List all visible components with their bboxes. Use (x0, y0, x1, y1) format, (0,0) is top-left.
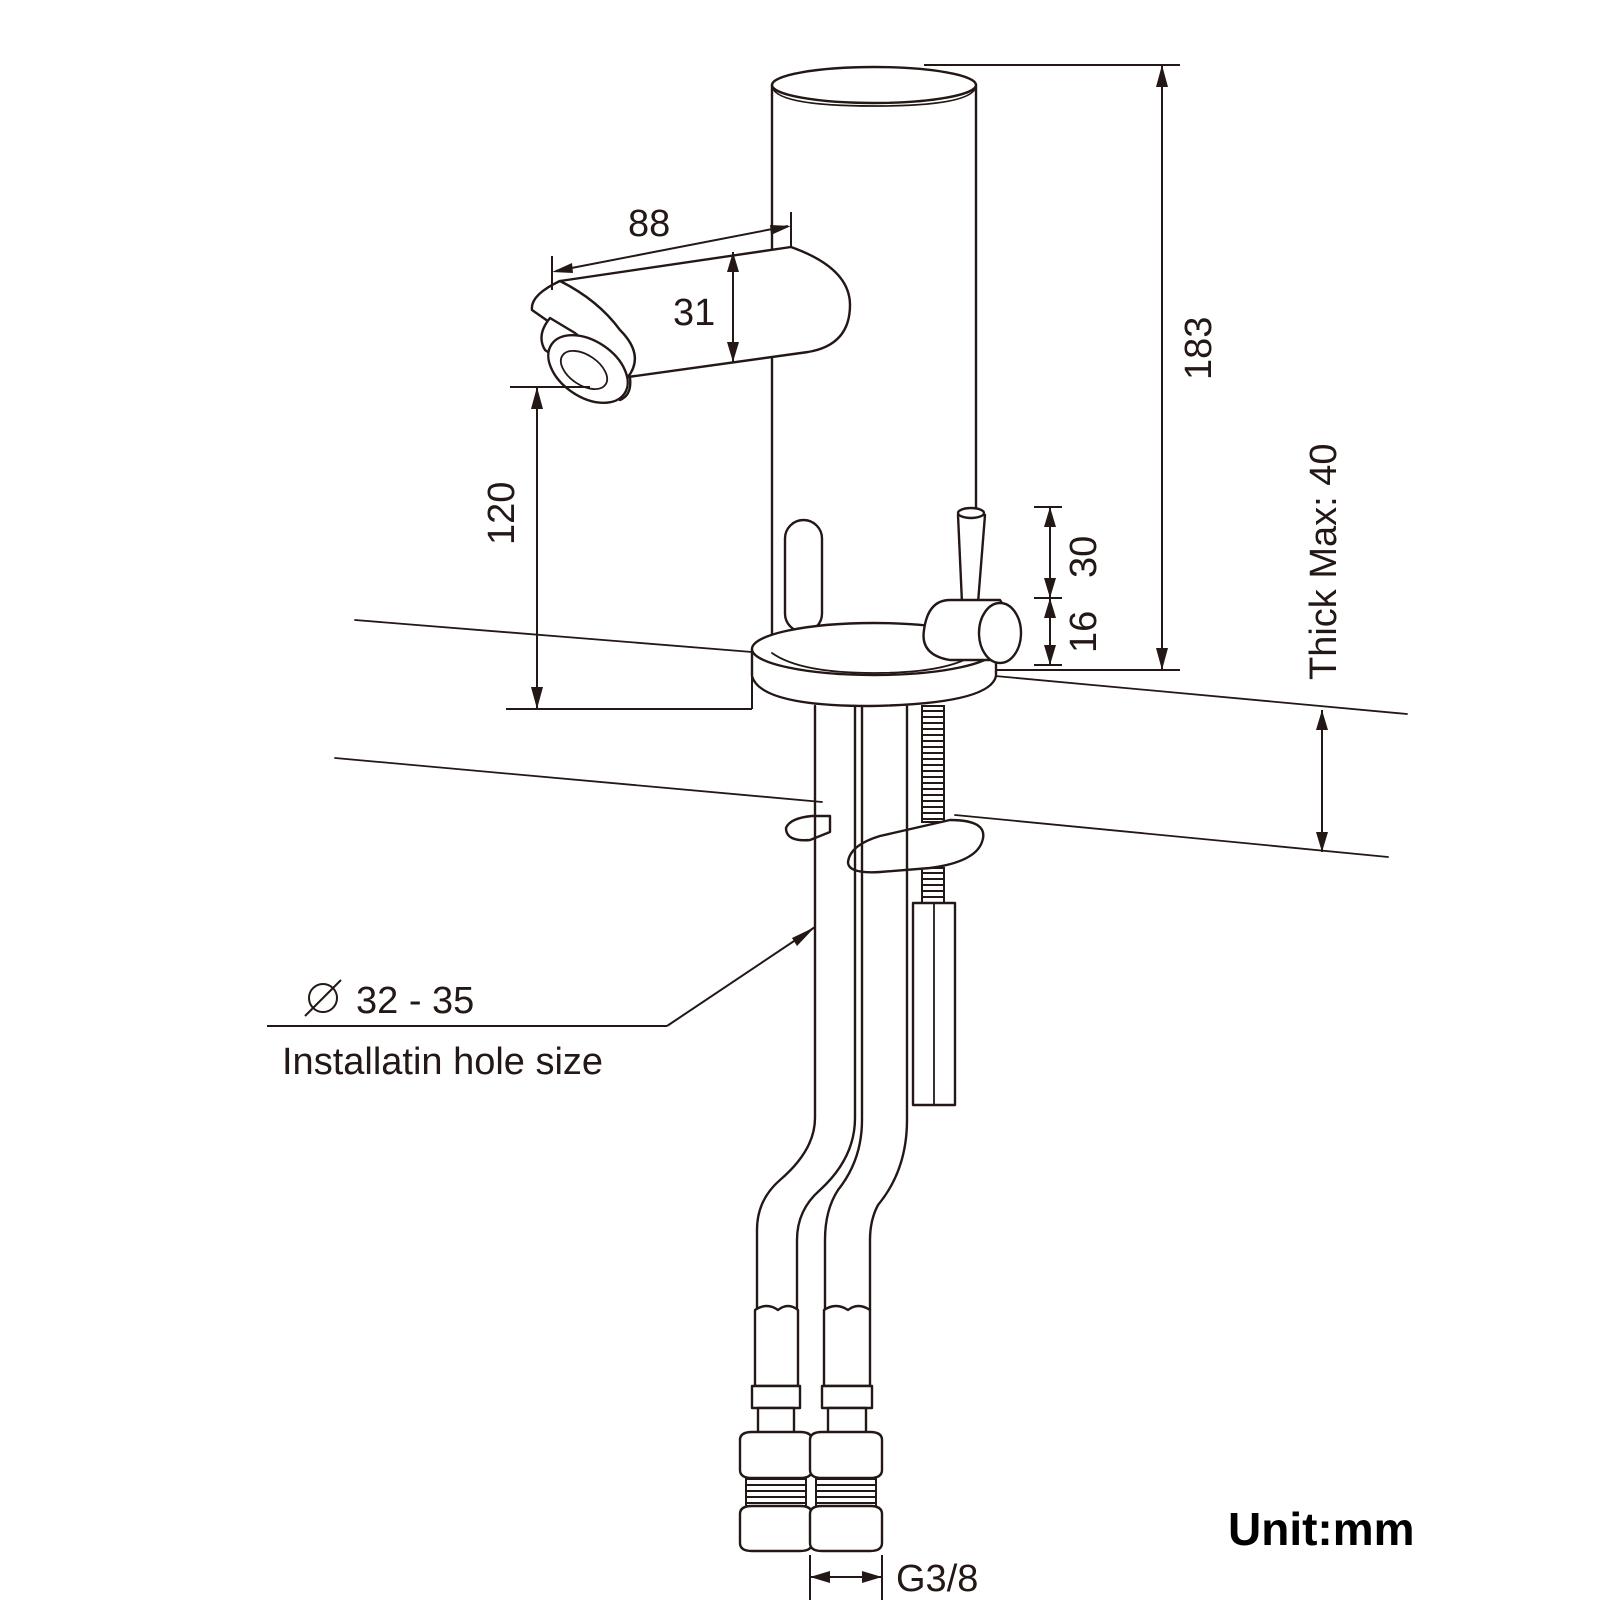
spout (530, 245, 852, 405)
dim-88-label: 88 (628, 203, 670, 245)
diameter-icon (304, 979, 342, 1017)
mounting-assembly (738, 704, 985, 1553)
dim-30-label: 30 (1063, 536, 1105, 578)
dimension-lever: 30 16 (1034, 506, 1105, 666)
dim-120-label: 120 (481, 482, 523, 545)
unit-label: Unit:mm (1228, 1503, 1415, 1555)
thick-max-label: Thick Max: 40 (1303, 443, 1345, 680)
faucet-body (770, 65, 978, 678)
dimension-spout-height: 31 (673, 252, 739, 362)
right-hose-fitting (808, 1304, 884, 1553)
thread-size-label: G3/8 (896, 1558, 978, 1600)
dimension-spout-length: 88 (551, 203, 792, 290)
dimension-thickness: Thick Max: 40 (1303, 443, 1345, 852)
hole-diameter-label: 32 - 35 (356, 980, 474, 1022)
dim-31-label: 31 (673, 292, 715, 334)
lever-handle (922, 506, 1023, 665)
dimension-thread: G3/8 (809, 1555, 978, 1600)
dimension-total-height: 183 (924, 64, 1220, 671)
hole-caption: Installatin hole size (282, 1041, 603, 1083)
left-hose-fitting (738, 1304, 814, 1553)
countertop (334, 619, 1408, 858)
hole-size-callout: 32 - 35 Installatin hole size (267, 926, 816, 1083)
dim-16-label: 16 (1063, 611, 1105, 653)
dimension-spout-clearance: 120 (481, 386, 753, 710)
dim-183-label: 183 (1178, 317, 1220, 380)
